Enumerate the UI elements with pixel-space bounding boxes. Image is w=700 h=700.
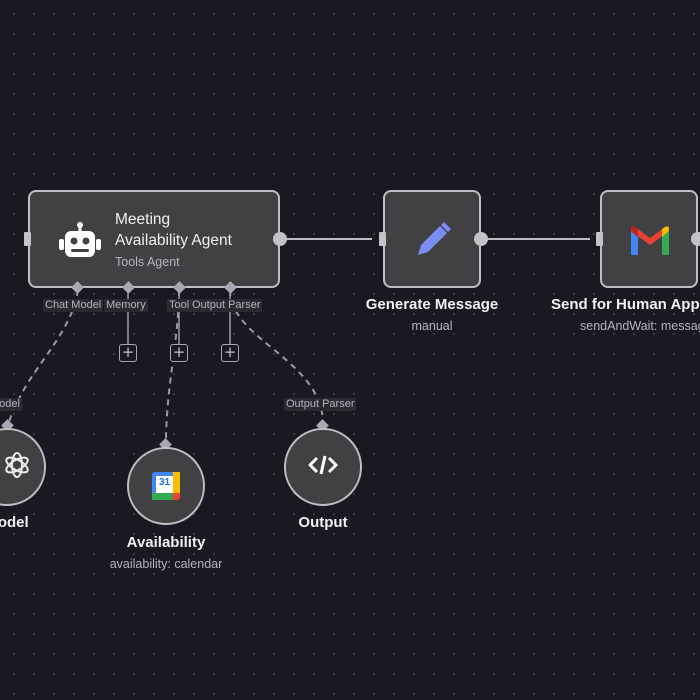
agent-node[interactable]: Meeting Availability Agent Tools Agent [28,190,280,288]
chat-model-title: Model [0,514,29,531]
calendar-day-number: 31 [158,477,171,488]
port-label-chat-model: Chat Model [43,299,104,312]
google-calendar-icon: 31 [151,471,181,501]
send-approval-node[interactable] [600,190,698,288]
send-output-handle[interactable] [691,232,700,246]
agent-title-line2: Availability Agent [115,232,232,249]
port-label-memory: Memory [104,299,148,312]
send-approval-title: Send for Human Approval [551,296,700,313]
availability-node[interactable]: 31 [127,447,205,525]
robot-icon [58,222,102,265]
generate-message-title: Generate Message [365,296,499,313]
generate-message-node[interactable] [383,190,481,288]
agent-input-handle[interactable] [24,232,31,246]
agent-subtitle: Tools Agent [115,255,180,269]
port-label-output-parser: Output Parser [190,299,263,312]
generate-input-handle[interactable] [379,232,386,246]
port-label-tool: Tool [167,299,192,312]
pencil-icon [412,219,454,266]
connection-availability-tool [165,289,180,445]
availability-subtitle: availability: calendar [109,557,223,571]
generate-message-subtitle: manual [411,319,453,333]
agent-output-handle[interactable] [273,232,287,246]
generate-output-handle[interactable] [474,232,488,246]
send-input-handle[interactable] [596,232,603,246]
chat-model-port-label: Model [0,398,22,411]
gmail-icon [629,225,671,262]
output-node[interactable] [284,428,362,506]
availability-title: Availability [126,534,206,551]
output-title: Output [298,514,348,531]
add-output-parser-button[interactable]: + [221,344,239,362]
add-tool-button[interactable]: + [170,344,188,362]
code-icon [308,454,338,481]
output-parser-port-label: Output Parser [284,398,357,411]
send-approval-subtitle: sendAndWait: message [580,319,700,333]
agent-title-line1: Meeting [115,211,171,228]
add-memory-button[interactable]: + [119,344,137,362]
openai-icon [2,450,32,485]
